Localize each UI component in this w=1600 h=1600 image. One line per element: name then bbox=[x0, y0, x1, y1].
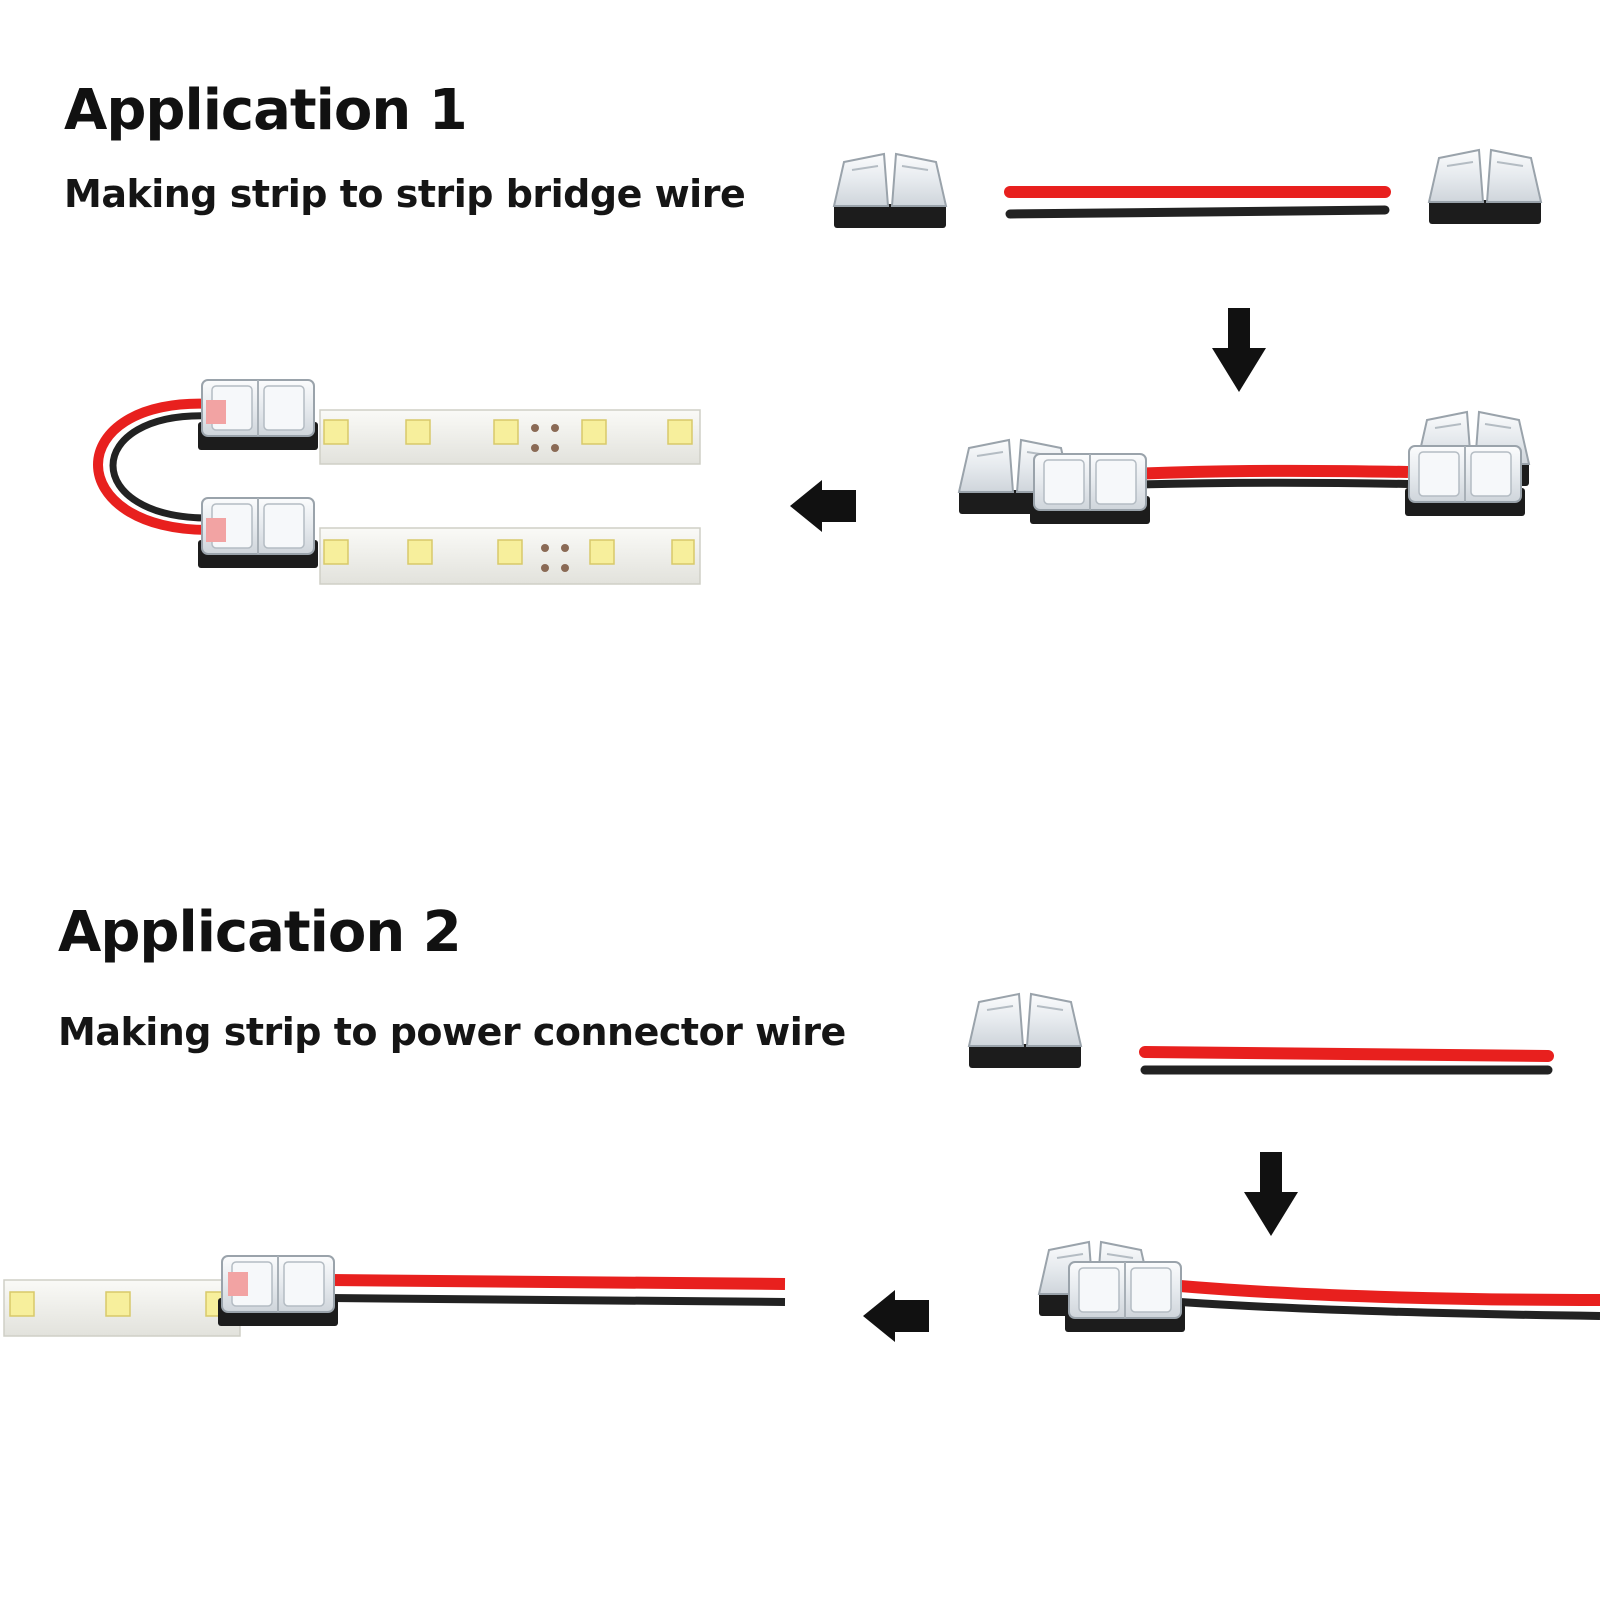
application-1-title: Application 1 bbox=[64, 78, 468, 143]
application-2-title: Application 2 bbox=[58, 900, 462, 965]
app2-step3-led-strip bbox=[3, 1255, 786, 1337]
application-2-subtitle: Making strip to power connector wire bbox=[58, 1010, 846, 1054]
arrow-down-icon bbox=[1212, 308, 1266, 392]
arrow-down-icon bbox=[1244, 1152, 1298, 1236]
application-1-subtitle: Making strip to strip bridge wire bbox=[64, 172, 746, 216]
app2-step2-assembly bbox=[1038, 1241, 1600, 1333]
app1-step1-wire bbox=[1004, 186, 1391, 219]
app1-step2-assembly bbox=[958, 411, 1530, 525]
app1-step1-right-connector bbox=[1428, 149, 1542, 225]
arrow-left-icon bbox=[790, 480, 856, 532]
app1-step1-left-connector bbox=[833, 153, 947, 229]
app1-step3-led-strips bbox=[93, 379, 701, 585]
arrow-left-icon bbox=[863, 1290, 929, 1342]
app2-step1-connector bbox=[968, 993, 1082, 1069]
app2-step1-wire bbox=[1139, 1046, 1554, 1075]
